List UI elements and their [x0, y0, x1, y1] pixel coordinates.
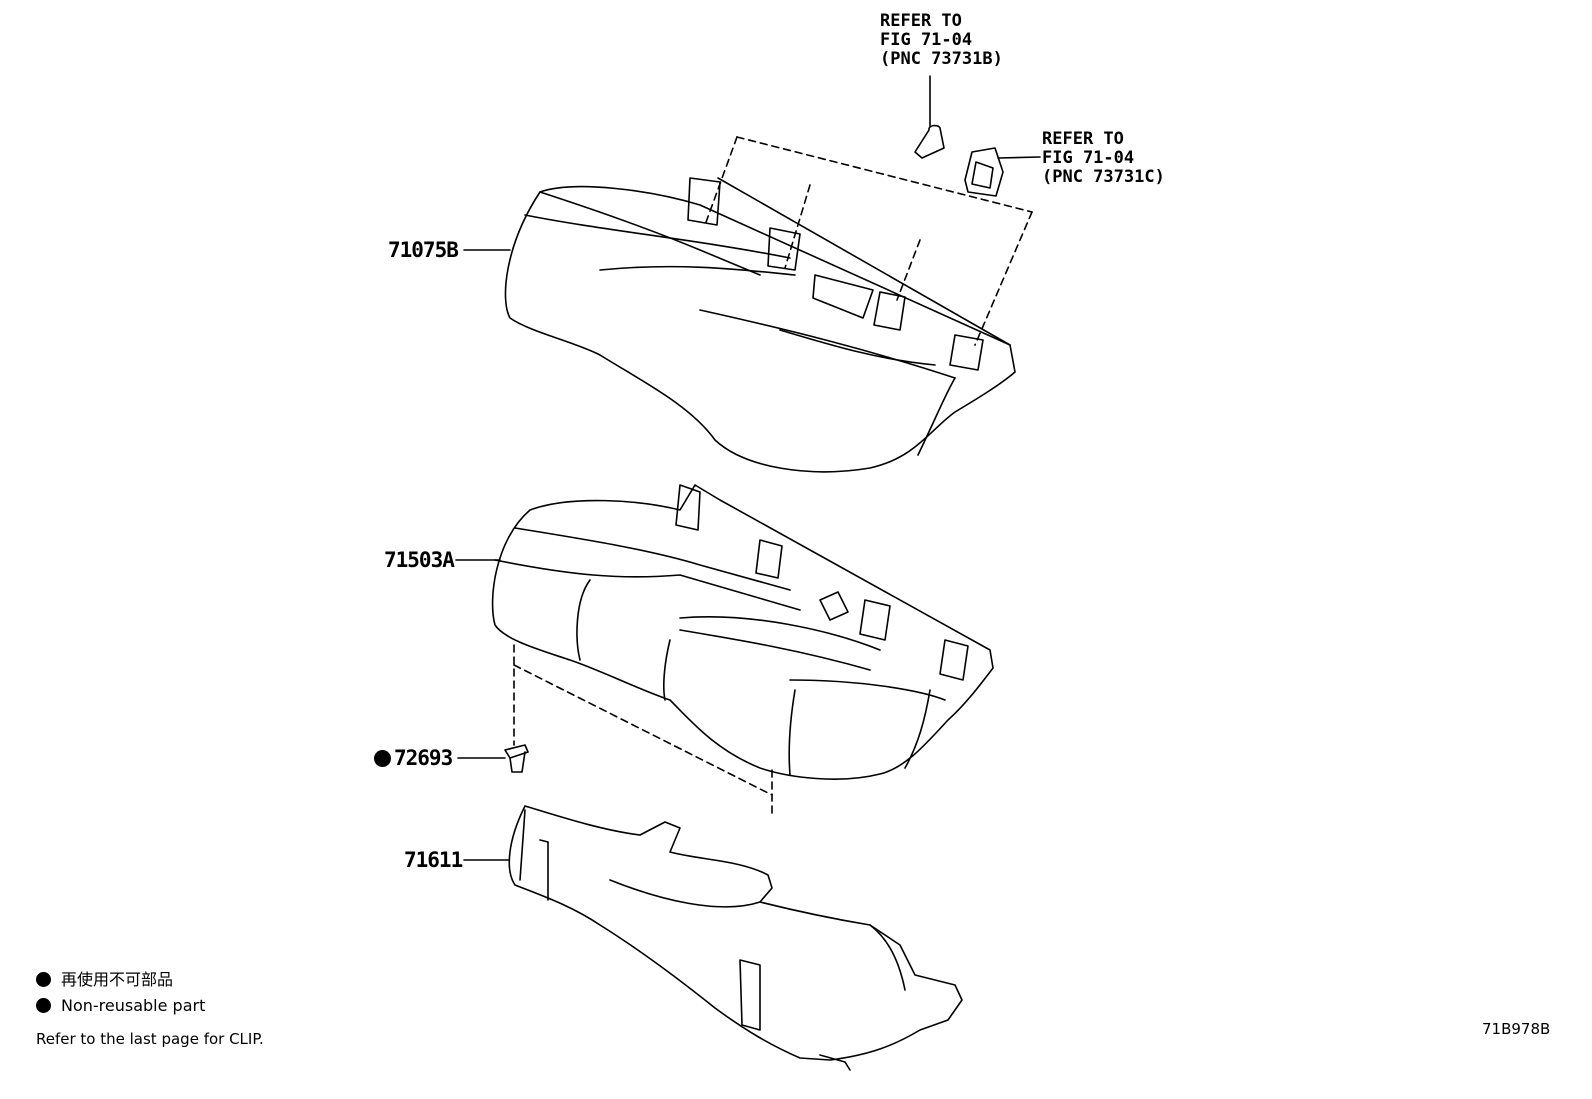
- seatback-cover-drawing: [504, 124, 1016, 473]
- refer-note-73731b-line-1: REFER TO: [880, 11, 962, 31]
- seatback-dashed-guides: [704, 136, 1033, 346]
- refer-note-73731b-line-3: (PNC 73731B): [880, 49, 1003, 69]
- cushion-dashed-guides: [513, 644, 773, 819]
- refer-note-73731c-line-3: (PNC 73731C): [1042, 167, 1165, 187]
- refer-note-73731c: REFER TO FIG 71-04 (PNC 73731C): [1042, 130, 1165, 187]
- figure-code: 71B978B: [1482, 1020, 1551, 1038]
- legend-jp-text: 再使用不可部品: [61, 970, 174, 989]
- part-label-71611[interactable]: 71611: [404, 848, 463, 872]
- part-label-71503a[interactable]: 71503A: [384, 548, 455, 572]
- refer-note-73731b-line-2: FIG 71-04: [880, 30, 973, 50]
- part-label-72693-row: 72693: [374, 746, 453, 770]
- legend-dot-icon: [36, 998, 51, 1013]
- reference-leaders: [929, 75, 1041, 159]
- cushion-pad-drawing: [508, 805, 963, 1071]
- cushion-cover-drawing: [491, 484, 994, 780]
- legend-en-text: Non-reusable part: [61, 996, 206, 1015]
- refer-note-73731b: REFER TO FIG 71-04 (PNC 73731B): [880, 12, 1003, 69]
- clip-footnote: Refer to the last page for CLIP.: [36, 1030, 264, 1048]
- legend-jp: 再使用不可部品: [36, 972, 173, 988]
- refer-note-73731c-line-2: FIG 71-04: [1042, 148, 1135, 168]
- legend-en: Non-reusable part: [36, 998, 205, 1014]
- non-reusable-bullet-icon: [374, 750, 391, 767]
- refer-note-73731c-line-1: REFER TO: [1042, 129, 1124, 149]
- part-label-72693[interactable]: 72693: [394, 746, 453, 770]
- part-leaders: [455, 249, 511, 861]
- legend-dot-icon: [36, 972, 51, 987]
- part-label-71075b[interactable]: 71075B: [388, 238, 459, 262]
- clip-drawing: [504, 744, 529, 773]
